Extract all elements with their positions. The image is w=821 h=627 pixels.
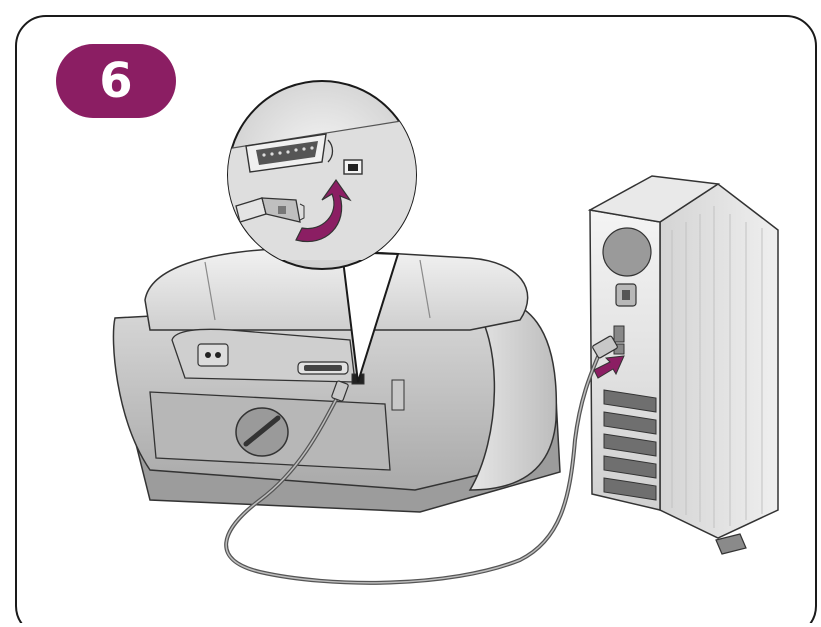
printer (113, 248, 560, 512)
printer-power-socket (198, 344, 228, 366)
fan-grille (603, 228, 651, 276)
parallel-port (298, 362, 348, 374)
step-number-badge: 6 (56, 44, 176, 118)
